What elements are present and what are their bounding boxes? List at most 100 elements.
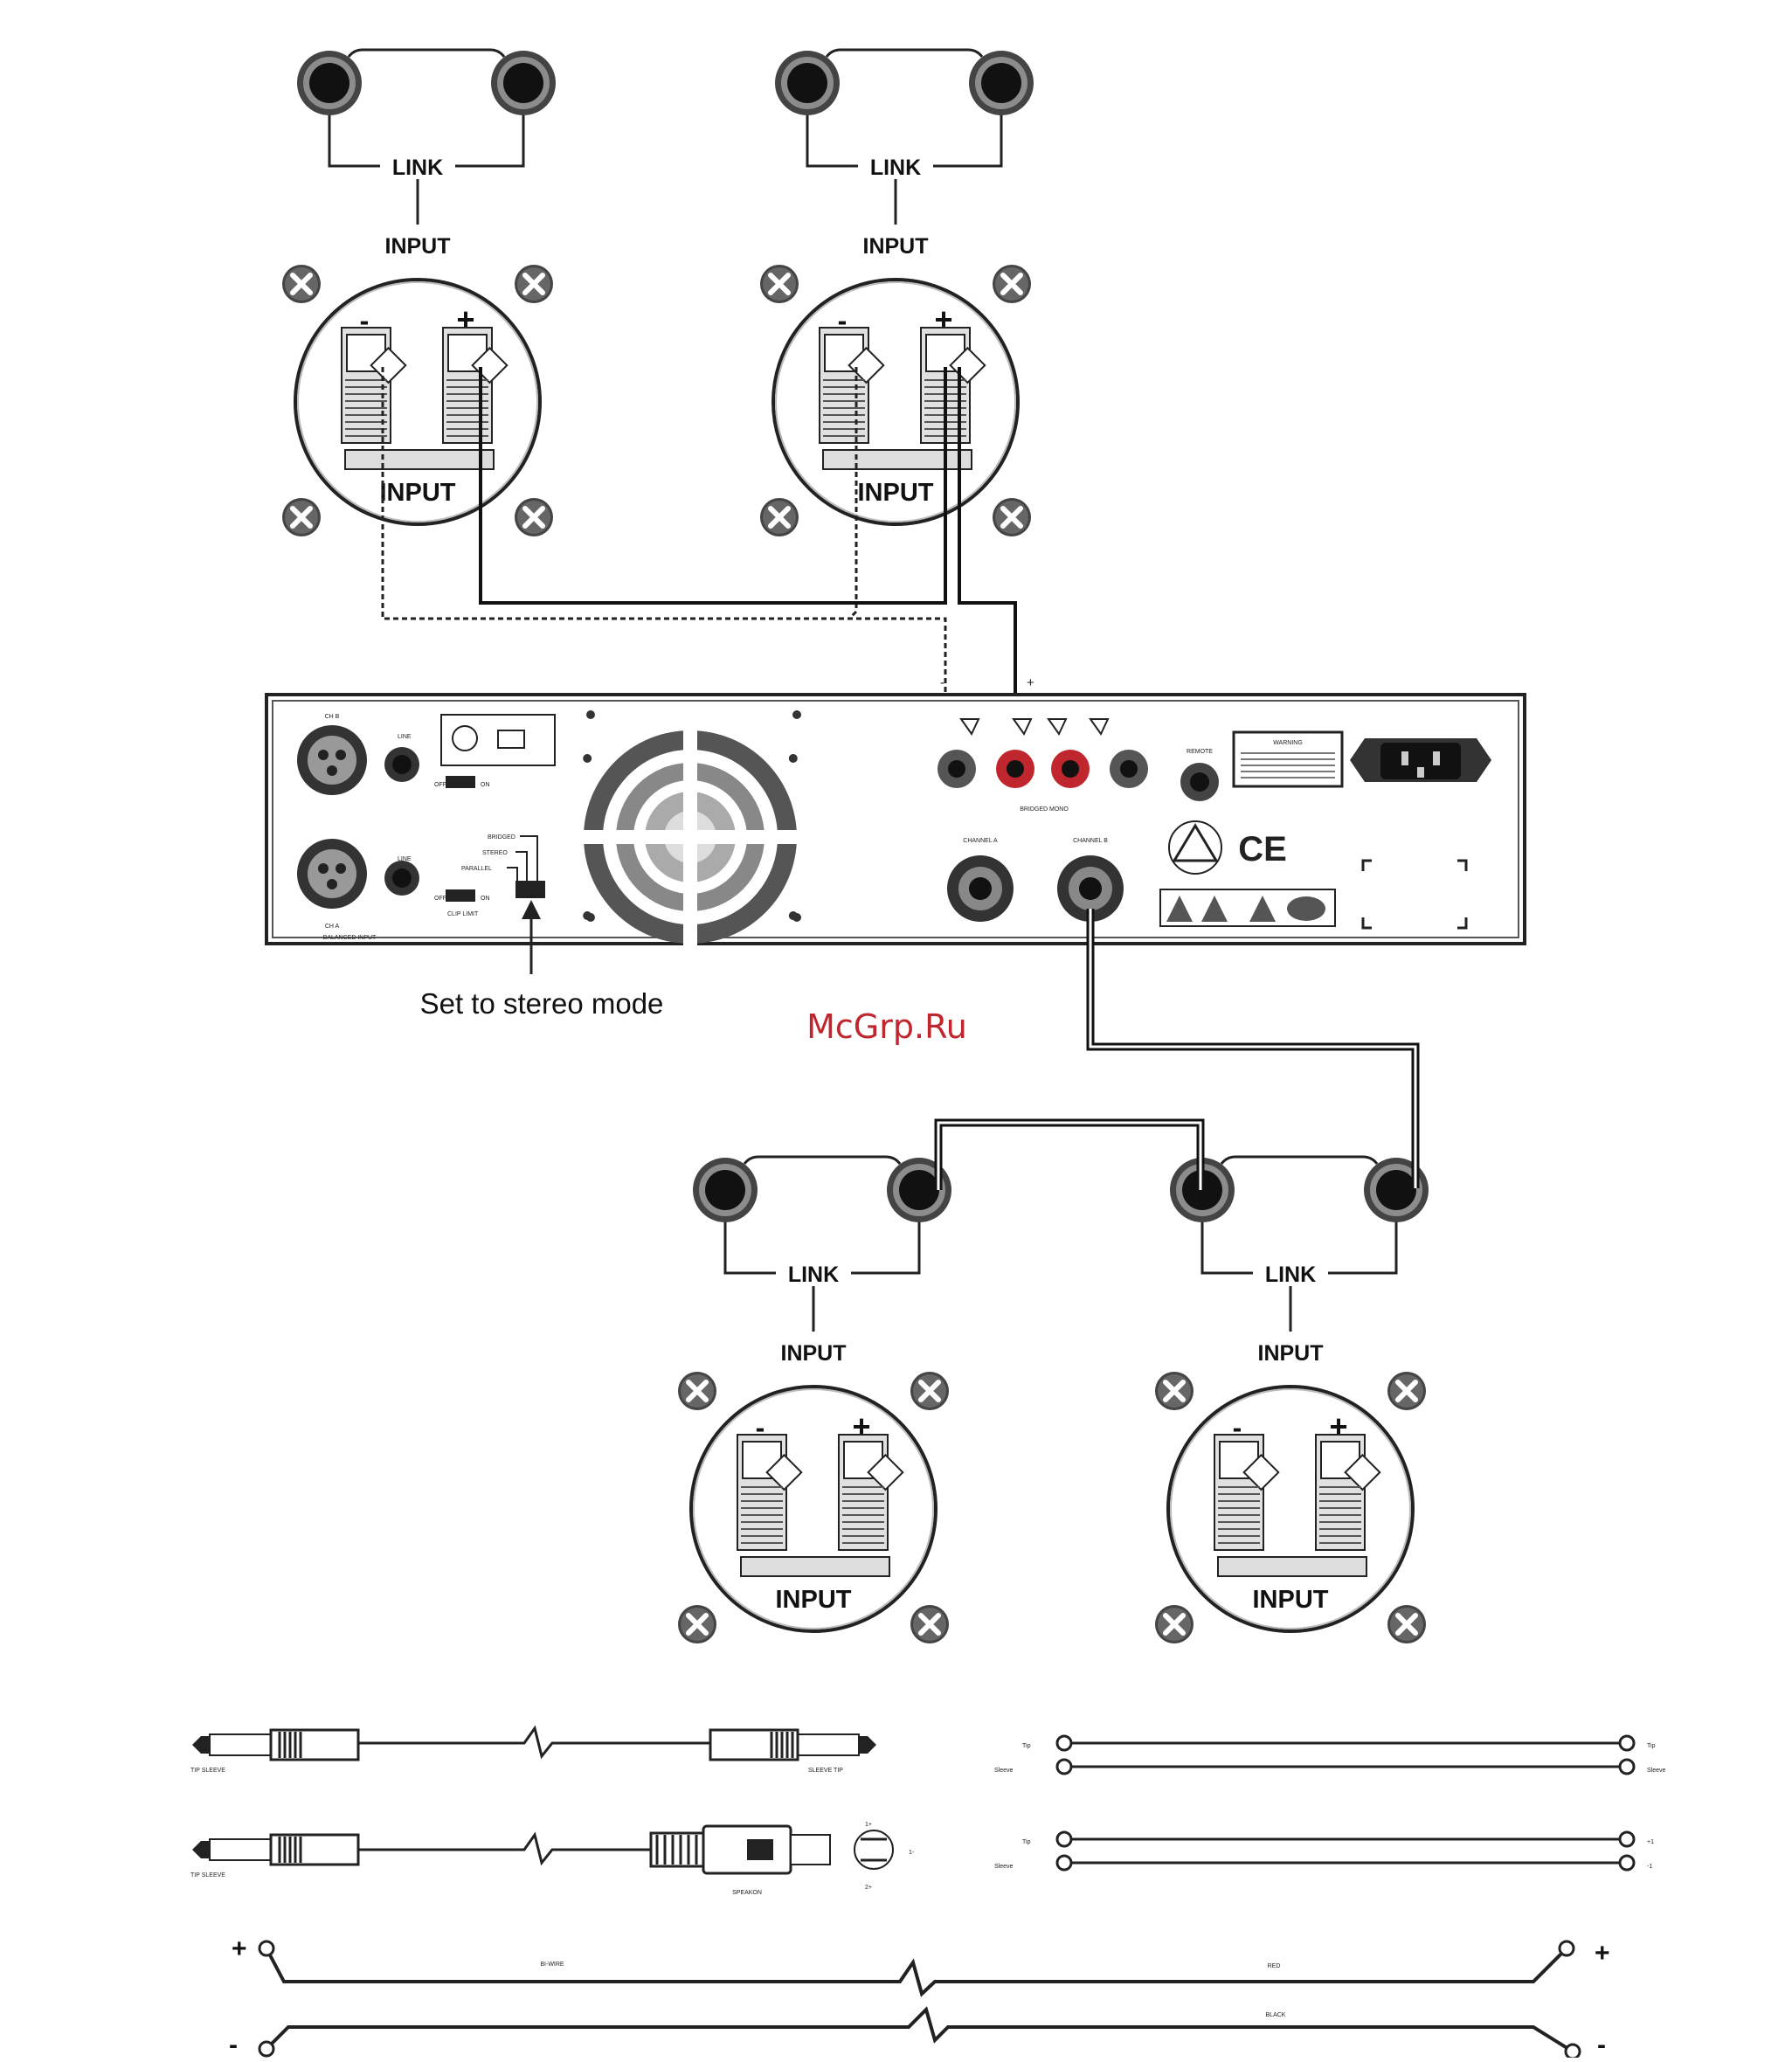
plug-tip-icon (192, 1736, 210, 1754)
screw-icon (282, 265, 321, 303)
input-label: INPUT (1258, 1341, 1324, 1366)
bridged-mono-label: BRIDGED MONO (1020, 806, 1069, 813)
biwire-end-icon (1564, 2043, 1581, 2060)
positive-wire-right (958, 367, 1017, 769)
terminal-point-icon (1618, 1854, 1636, 1872)
watermark-text: McGrp.Ru (806, 1007, 967, 1046)
negative-wire-left (381, 367, 947, 769)
input-jack-left-icon (775, 51, 840, 115)
negative-wire-right (848, 367, 858, 620)
cable2-left-label: TIP SLEEVE (190, 1872, 225, 1879)
rack-mount-marks (1361, 859, 1468, 930)
biwire-red-line (265, 1947, 1568, 1997)
screw-icon (1155, 1605, 1194, 1643)
speakon-plug-icon (649, 1831, 705, 1868)
minus-sign: - (1233, 1412, 1242, 1443)
positive-wire-left (479, 367, 947, 605)
biwire-plus-left: + (232, 1934, 247, 1963)
speakon-label: SPEAKON (732, 1890, 762, 1896)
daisy-chain-cable-outer (934, 1118, 1205, 1190)
panel-input-label: INPUT (776, 1586, 852, 1614)
on-label: ON (481, 782, 490, 788)
output-plus-label: + (1027, 675, 1034, 690)
rack-screw-icon (792, 913, 801, 922)
jack-bridge (347, 48, 506, 58)
bottom-wiring (934, 909, 1420, 1190)
biwire-black-label: BLACK (1266, 2012, 1286, 2018)
channel-a-label: CHANNEL A (963, 838, 998, 844)
input-jack-left-icon (693, 1158, 758, 1222)
top-wiring: -+ (381, 367, 1034, 769)
screw-icon (282, 498, 321, 536)
cable1-wire (358, 1725, 710, 1760)
parallel-label: PARALLEL (461, 866, 492, 872)
ch-b-label: CH B (325, 714, 340, 720)
sleeve-label: Sleeve (1647, 1768, 1666, 1774)
output-minus-label: - (940, 675, 944, 690)
terminal-point-icon (1055, 1830, 1073, 1848)
biwire-plus-right: + (1595, 1939, 1610, 1968)
tip-label: Tip (1022, 1743, 1031, 1749)
link-label: LINK (788, 1263, 839, 1287)
terminal-base (822, 449, 972, 470)
screw-icon (515, 265, 553, 303)
clip-switch-a (446, 889, 475, 902)
minus-sign: - (838, 305, 848, 336)
screw-icon (515, 498, 553, 536)
screw-icon (678, 1372, 716, 1410)
cable1-left-label: TIP SLEEVE (190, 1768, 225, 1774)
input-jack-right-icon (969, 51, 1034, 115)
plug-sleeve (209, 1733, 272, 1756)
screw-icon (910, 1372, 949, 1410)
biwire-label: BI-WIRE (540, 1962, 564, 1968)
screw-icon (1387, 1372, 1426, 1410)
link-label: LINK (392, 156, 443, 180)
balanced-input-label: BALANCED INPUT (323, 935, 377, 941)
input-label: INPUT (781, 1341, 847, 1366)
biwire-minus-left: - (229, 2031, 238, 2058)
off-label: OFF (434, 782, 446, 788)
clip-limit-label: CLIP LIMIT (447, 911, 479, 917)
cable2-wire (358, 1831, 651, 1866)
ce-mark: CE (1238, 830, 1287, 868)
jack-bridge (743, 1155, 902, 1165)
plug-tip-icon (859, 1736, 876, 1754)
line-label: LINE (398, 856, 412, 862)
minus-sign: - (360, 305, 370, 336)
tip-label: Tip (1022, 1839, 1031, 1845)
approval-triangle-icon (1172, 823, 1219, 862)
plus1-label: +1 (1647, 1839, 1654, 1845)
tip-label: Tip (1647, 1743, 1656, 1749)
terminal-base (344, 449, 495, 470)
sleeve-label: Sleeve (994, 1864, 1014, 1870)
minus-sign: - (756, 1412, 765, 1443)
ch-a-label: CH A (325, 924, 340, 930)
screw-icon (760, 265, 799, 303)
terminal-markings (959, 718, 1110, 736)
screw-icon (1155, 1372, 1194, 1410)
cooling-fan-icon (581, 728, 799, 946)
pin-2plus-label: 2+ (865, 1885, 872, 1891)
screw-icon (910, 1605, 949, 1643)
mode-arrow-head-icon (522, 900, 541, 919)
screw-icon (993, 265, 1031, 303)
screw-icon (678, 1605, 716, 1643)
link-label: LINK (1265, 1263, 1316, 1287)
daisy-chain-cable-inner (937, 1121, 1202, 1190)
plug-body (709, 1728, 799, 1761)
fan-screw-icon (788, 754, 798, 763)
rack-screw-icon (792, 710, 801, 719)
channel-b-label: CHANNEL B (1073, 838, 1108, 844)
mode-selector-switch (515, 881, 545, 898)
screw-icon (760, 498, 799, 536)
input-label: INPUT (863, 234, 929, 259)
pin-1minus-label: 1- (909, 1850, 915, 1856)
output-cable-inner (1089, 909, 1417, 1188)
